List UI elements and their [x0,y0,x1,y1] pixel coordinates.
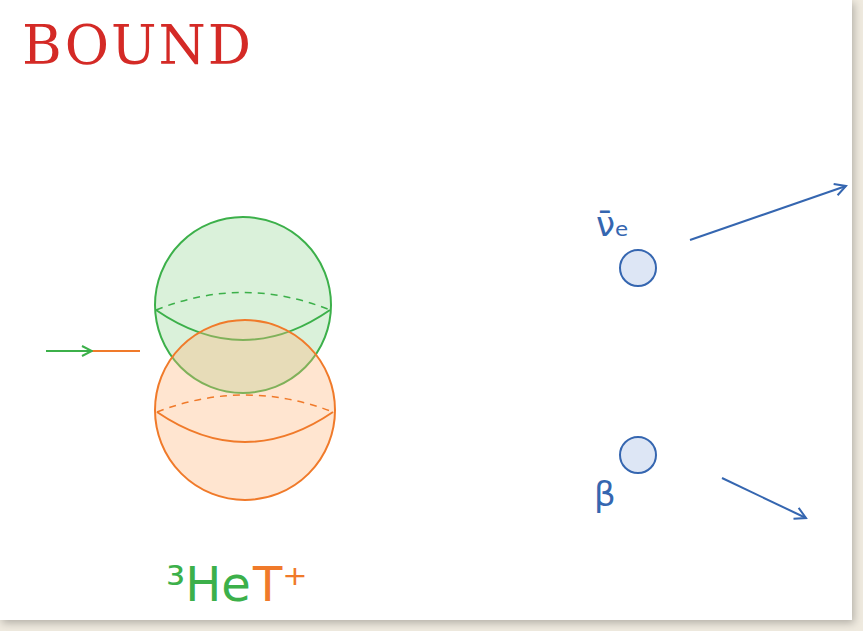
nuclide-label: ³He [166,556,251,612]
antineutrino-arrow [690,186,846,240]
page-panel [0,0,852,620]
triton-sphere [155,320,335,500]
particle-symbol: ν̄ₑ [596,206,629,243]
particle-node: β [588,430,660,513]
title: BOUND [22,14,253,77]
electron-arrow [722,478,806,518]
particle-node: ν̄ₑ [588,206,660,290]
nuclide-label: T⁺ [253,556,308,612]
recoil-arrow [46,351,140,352]
particle-symbol: β [594,476,616,513]
